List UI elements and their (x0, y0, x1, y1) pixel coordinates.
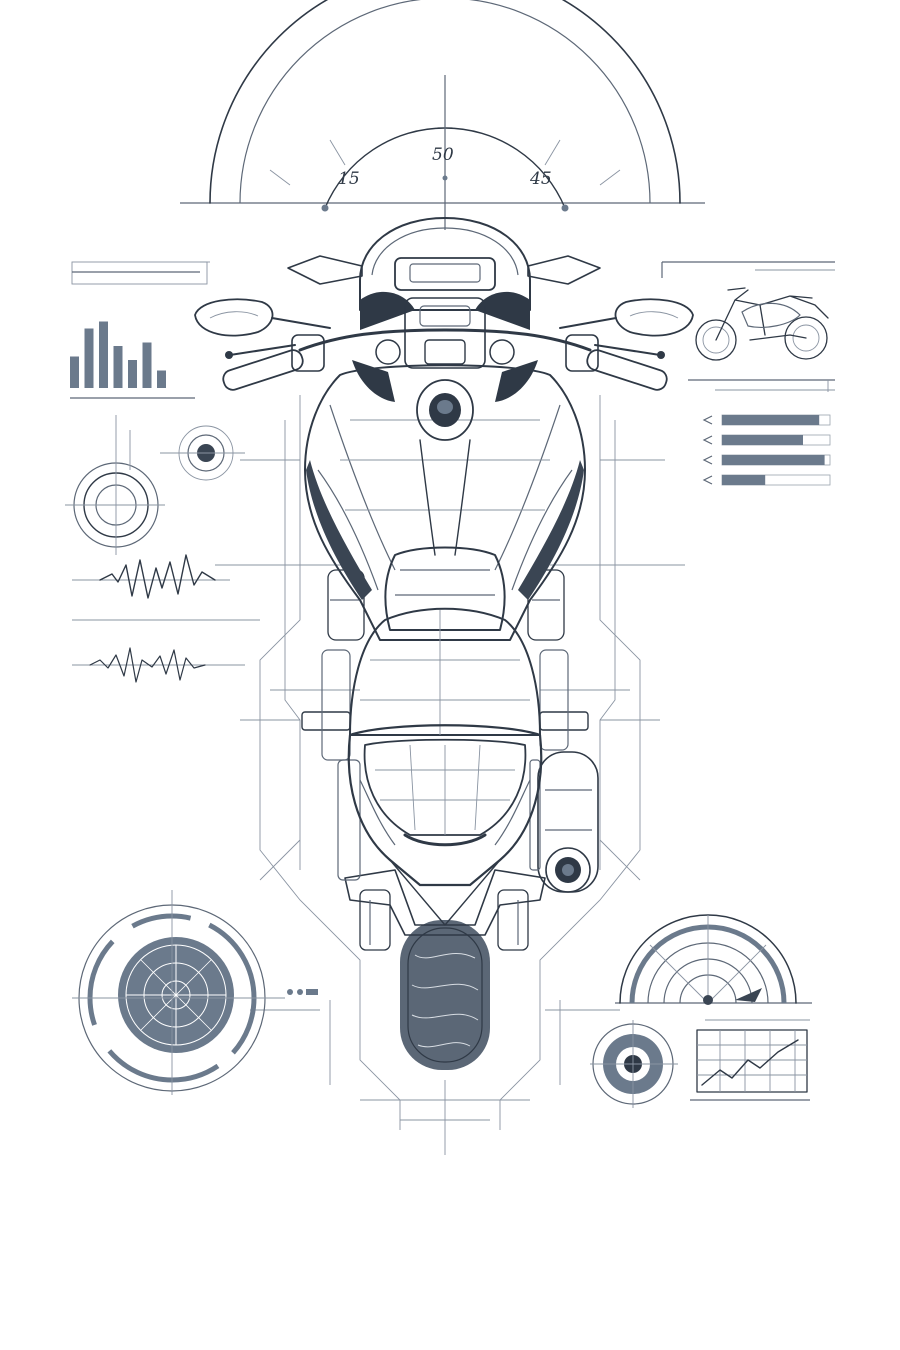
bar-chart-bar (157, 370, 166, 388)
target-icon (160, 425, 245, 481)
half-gauge-icon (615, 914, 812, 1005)
concentric-target-icon (65, 415, 165, 555)
motorcycle-side-icon (695, 287, 829, 361)
bar-chart-bar (113, 346, 123, 388)
radar-icon (72, 890, 318, 1095)
bar-chart-left (70, 321, 166, 388)
exhaust-muffler (537, 751, 599, 893)
gauge-label-center: 50 (432, 145, 454, 165)
bar-chart-bar (128, 360, 137, 388)
rear-tire (400, 920, 490, 1070)
turn-signals (287, 255, 601, 285)
tail-section (347, 724, 543, 926)
waveform-icon (72, 554, 260, 683)
progress-bar-fill (722, 415, 820, 425)
progress-bar-marker (702, 415, 713, 425)
progress-bars-right (702, 414, 831, 486)
bar-chart-bar (99, 321, 108, 388)
gauge-label-right: 45 (529, 169, 552, 189)
bar-chart-bar (84, 328, 94, 388)
top-speed-gauge: 15 50 45 (180, 0, 705, 230)
gauge-label-left: 15 (338, 169, 360, 189)
left-info-panel (65, 261, 318, 1095)
left-mirror (194, 298, 331, 337)
rear-frame (344, 869, 546, 951)
seat (349, 546, 541, 736)
fuel-tank (304, 364, 586, 641)
progress-bar-marker (702, 435, 713, 445)
front-fairing (359, 217, 531, 330)
progress-bar-marker (702, 475, 713, 485)
dial-icon (590, 1020, 678, 1108)
handlebars (222, 297, 668, 402)
progress-bar-fill (722, 455, 825, 465)
bar-chart-bar (142, 342, 152, 388)
motorcycle-top-view (194, 217, 694, 1070)
left-footpeg (301, 711, 351, 731)
progress-bar-fill (722, 475, 766, 485)
right-mirror (559, 298, 694, 337)
progress-bar-fill (722, 435, 803, 445)
bar-chart-bar (70, 356, 79, 388)
line-graph-icon (690, 1019, 810, 1101)
progress-bar-marker (702, 455, 713, 465)
right-info-panel (590, 261, 835, 1108)
circuit-lines (215, 395, 685, 1155)
right-footpeg (539, 711, 589, 731)
